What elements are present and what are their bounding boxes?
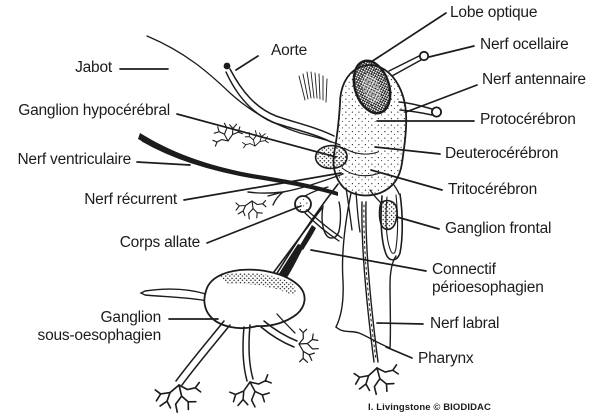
corps-allate-shape — [294, 186, 343, 242]
label-nerf-recurrent: Nerf récurrent — [84, 191, 177, 208]
lobe-optique-shape — [352, 59, 392, 115]
label-nerf-ocellaire: Nerf ocellaire — [480, 36, 569, 53]
leader-ganglion-frontal — [396, 216, 440, 230]
label-nerf-labral: Nerf labral — [430, 315, 500, 332]
leader-nerf-ventriculaire — [136, 161, 191, 166]
label-aorte: Aorte — [270, 42, 307, 59]
ganglion-frontal-shape — [378, 199, 398, 231]
aorte-vessel — [223, 62, 335, 143]
credit-text: I. Livingstone © BIODIDAC — [368, 402, 491, 413]
nerf-recurrent-shape — [247, 173, 344, 206]
label-ganglion-frontal: Ganglion frontal — [445, 220, 552, 237]
label-lobe-optique: Lobe optique — [450, 4, 538, 21]
nerf-ocellaire-shape — [388, 50, 430, 77]
leader-nerf-antennaire — [405, 84, 478, 113]
leader-pharynx — [385, 346, 413, 359]
leader-nerf-ocellaire — [428, 45, 475, 58]
leader-ganglion-hypocerebral — [176, 113, 337, 158]
nerf-antennaire-shape — [398, 101, 442, 118]
label-connectif-perioesophagien: Connectif périoesophagien — [432, 261, 544, 296]
leader-tritocerebron — [370, 169, 443, 191]
leader-deuterocerebron — [374, 146, 441, 155]
leader-connectif-perioesophagien — [310, 249, 427, 272]
label-pharynx: Pharynx — [418, 350, 474, 367]
label-jabot: Jabot — [75, 59, 112, 76]
nerf-ventriculaire-shape — [138, 121, 338, 223]
label-nerf-ventriculaire: Nerf ventriculaire — [17, 151, 131, 168]
label-nerf-antennaire: Nerf antennaire — [482, 71, 586, 88]
leader-aorte — [235, 55, 259, 71]
label-protocerebron: Protocérébron — [480, 111, 576, 128]
leader-lines — [119, 12, 478, 359]
label-tritocerebron: Tritocérébron — [448, 181, 537, 198]
connectif-loop-right — [378, 193, 404, 261]
leader-corps-allate — [206, 205, 302, 244]
label-ganglion-sous-oesophagien: Ganglion sous-oesophagien — [37, 309, 162, 344]
ganglion-hypocerebral-shape — [314, 144, 348, 170]
leader-nerf-labral — [376, 322, 424, 325]
label-corps-allate: Corps allate — [119, 234, 201, 251]
pharynx-outline — [335, 192, 397, 349]
muscle-fibre-lines — [298, 71, 328, 103]
nerf-labral-shape — [351, 201, 401, 398]
connective-loop-left — [321, 201, 342, 239]
label-ganglion-hypocerebral: Ganglion hypocérébral — [18, 102, 170, 119]
leader-lobe-optique — [370, 12, 447, 63]
ganglion-sous-oesophagien-shape — [139, 268, 324, 417]
leader-nerf-recurrent — [183, 172, 342, 201]
label-deuterocerebron: Deuterocérébron — [445, 145, 559, 162]
